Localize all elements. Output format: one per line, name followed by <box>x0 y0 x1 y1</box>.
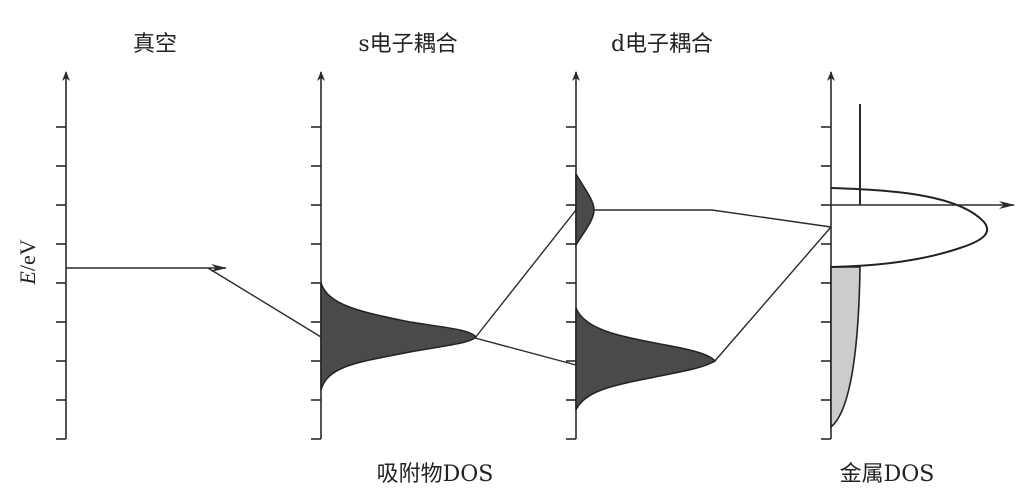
metal-filled-band <box>830 266 861 429</box>
metal-d-band <box>830 187 989 268</box>
connector-line <box>207 267 322 338</box>
antibonding-peak <box>575 171 595 248</box>
connector-line <box>713 226 832 363</box>
metal-dos-label: 金属DOS <box>839 462 935 487</box>
panel-title-vacuum: 真空 <box>132 32 178 57</box>
connector-line <box>474 337 577 366</box>
bonding-peak <box>575 307 717 411</box>
adsorbate-dos-label: 吸附物DOS <box>376 462 494 487</box>
connector-line <box>474 209 577 339</box>
panel-title-s-coupling: s电子耦合 <box>358 32 458 57</box>
panel-title-d-coupling: d电子耦合 <box>610 32 714 57</box>
s-coupling-peak <box>320 282 478 391</box>
connector-line <box>594 209 832 228</box>
